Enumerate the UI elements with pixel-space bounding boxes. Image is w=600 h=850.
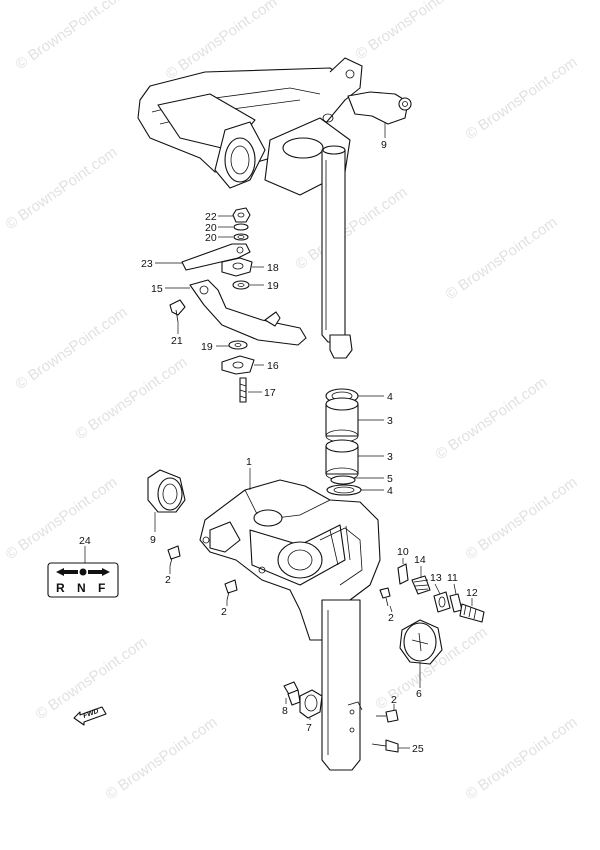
neutral-dot-icon — [79, 568, 87, 576]
callout-7: 7 — [306, 722, 312, 734]
arrow-left-icon — [56, 568, 78, 576]
callout-14: 14 — [414, 554, 426, 566]
callout-numbers: 9 22 20 20 23 18 15 19 21 19 16 17 4 3 3… — [79, 139, 478, 755]
shift-detent-parts — [379, 563, 485, 623]
callout-25: 25 — [412, 743, 424, 755]
callout-22: 22 — [205, 211, 217, 223]
shift-plate: R N F — [47, 562, 119, 598]
leader-lines — [84, 122, 473, 749]
shift-letter-r: R — [56, 581, 65, 595]
callout-2-lower-right: 2 — [391, 694, 397, 706]
callout-2-center-right: 2 — [388, 612, 394, 624]
callout-12: 12 — [466, 587, 478, 599]
watermark-text: © BrownsPoint.com — [443, 214, 561, 304]
watermark-text: © BrownsPoint.com — [13, 0, 131, 73]
callout-19-lower: 19 — [201, 341, 213, 353]
watermark-text: © BrownsPoint.com — [13, 304, 131, 394]
callout-6: 6 — [416, 688, 422, 700]
watermark-text: © BrownsPoint.com — [353, 0, 471, 63]
small-parts-cluster — [169, 207, 307, 403]
callout-17: 17 — [264, 387, 276, 399]
lower-shaft — [321, 599, 363, 771]
callout-16: 16 — [267, 360, 279, 372]
callout-3-upper: 3 — [387, 415, 393, 427]
callout-20-lower: 20 — [205, 232, 217, 244]
bolt-8-collar-7 — [283, 681, 323, 719]
callout-18: 18 — [267, 262, 279, 274]
callout-20-upper: 20 — [205, 222, 217, 234]
swivel-bracket-top — [137, 57, 412, 196]
callout-24: 24 — [79, 535, 91, 547]
callout-1: 1 — [246, 456, 252, 468]
screws-left — [167, 545, 238, 601]
callout-15: 15 — [151, 283, 163, 295]
cap-6 — [399, 619, 443, 665]
callout-4-lower: 4 — [387, 485, 393, 497]
callout-5: 5 — [387, 473, 393, 485]
callout-21: 21 — [171, 335, 183, 347]
watermark-text: © BrownsPoint.com — [433, 374, 551, 464]
callout-4-upper: 4 — [387, 391, 393, 403]
fwd-marker: FWD — [73, 706, 107, 726]
watermark-text: © BrownsPoint.com — [463, 714, 581, 804]
callout-2-left-upper: 2 — [165, 574, 171, 586]
watermark-text: © BrownsPoint.com — [3, 474, 121, 564]
callout-11: 11 — [447, 572, 458, 584]
bushing-9-lower — [147, 469, 186, 513]
callout-10: 10 — [397, 546, 409, 558]
callout-9-upper: 9 — [381, 139, 387, 151]
watermark-text: © BrownsPoint.com — [293, 184, 411, 274]
screws-lower-right — [371, 709, 399, 753]
watermark-text: © BrownsPoint.com — [463, 54, 581, 144]
watermark-text: © BrownsPoint.com — [463, 474, 581, 564]
callout-9-lower: 9 — [150, 534, 156, 546]
callout-13: 13 — [430, 572, 442, 584]
watermark-text: © BrownsPoint.com — [103, 714, 221, 804]
callout-8: 8 — [282, 705, 288, 717]
callout-3-lower: 3 — [387, 451, 393, 463]
bushings-stack — [325, 388, 362, 496]
callout-23: 23 — [141, 258, 153, 270]
callout-19-upper: 19 — [267, 280, 279, 292]
callout-2-left-lower: 2 — [221, 606, 227, 618]
shift-letter-f: F — [98, 581, 105, 595]
steering-shaft — [321, 145, 353, 359]
watermark-text: © BrownsPoint.com — [3, 144, 121, 234]
arrow-right-icon — [88, 568, 110, 576]
shift-letter-n: N — [77, 581, 86, 595]
watermark-text: © BrownsPoint.com — [73, 354, 191, 444]
